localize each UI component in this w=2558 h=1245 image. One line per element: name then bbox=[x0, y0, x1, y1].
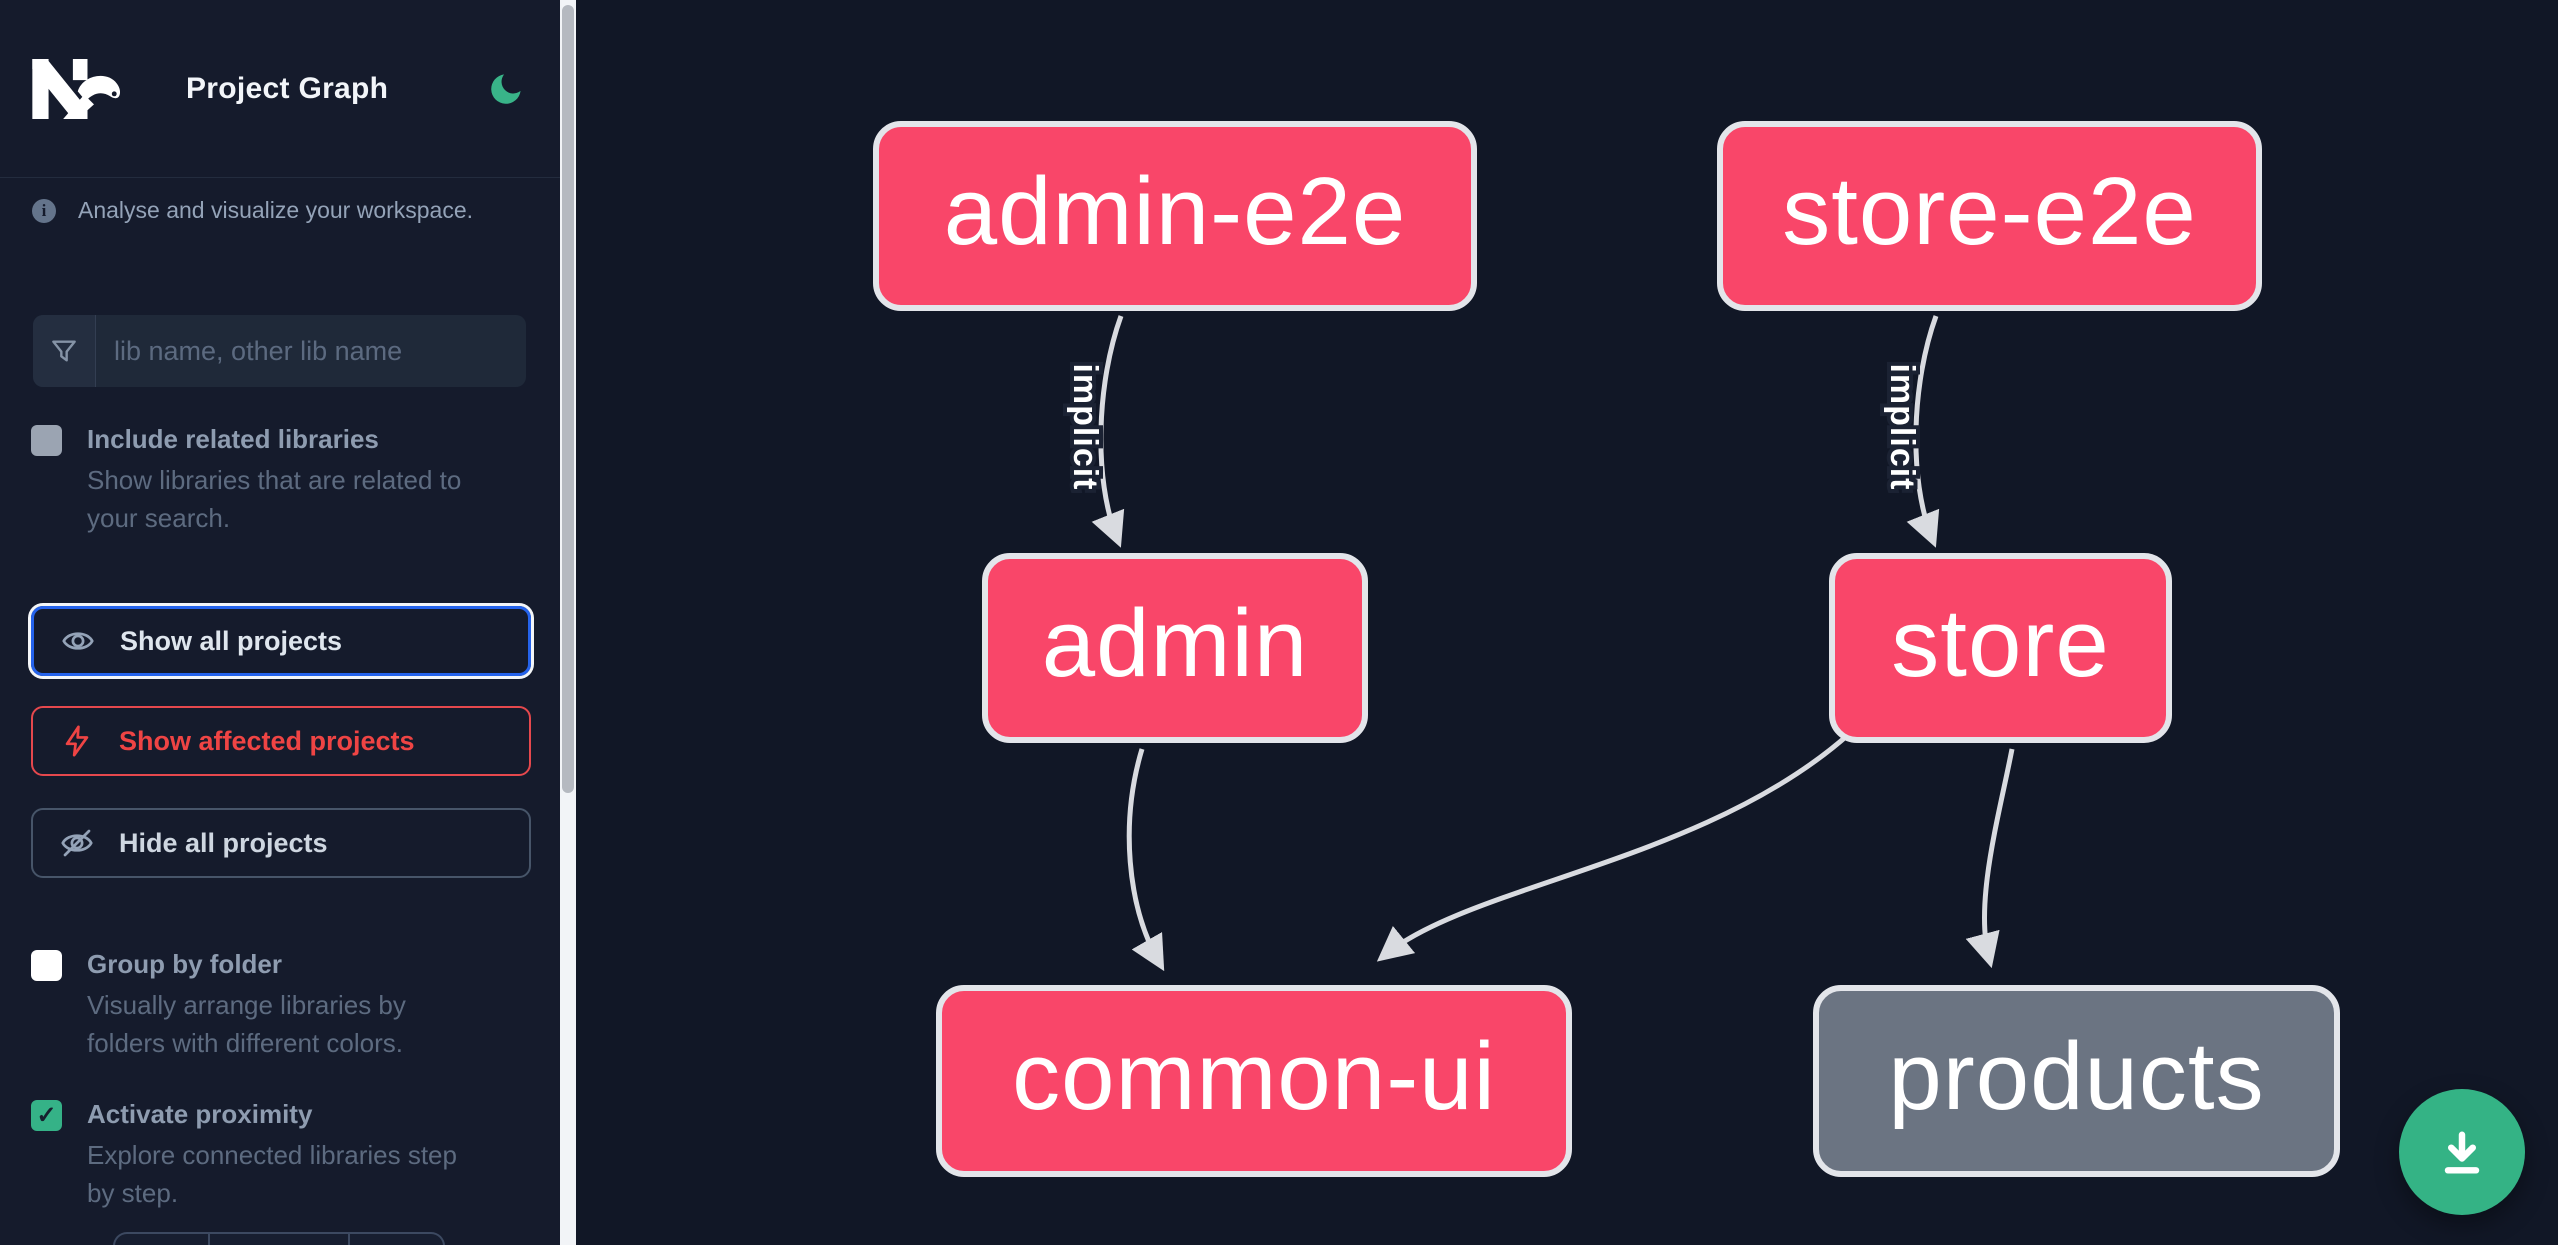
show-affected-projects-button[interactable]: Show affected projects bbox=[31, 706, 531, 776]
info-icon: i bbox=[32, 198, 56, 223]
eye-icon bbox=[60, 623, 96, 659]
search-box bbox=[33, 315, 526, 387]
toggle-label: Group by folder bbox=[87, 949, 282, 979]
sidebar-scrollbar-thumb[interactable] bbox=[562, 5, 574, 793]
project-node-products[interactable]: products bbox=[1813, 985, 2340, 1177]
sidebar-header: Project Graph bbox=[0, 0, 560, 178]
toggle-label: Activate proximity bbox=[87, 1099, 313, 1129]
sidebar: Project Graph i Analyse and visualize yo… bbox=[0, 0, 560, 1245]
include-related-toggle: Include related libraries Show libraries… bbox=[31, 423, 499, 537]
sidebar-scrollbar-track[interactable] bbox=[560, 0, 576, 1245]
edge-store-to-products bbox=[1965, 748, 2015, 969]
toggle-description: Visually arrange libraries by folders wi… bbox=[87, 990, 406, 1058]
download-icon bbox=[2434, 1124, 2490, 1180]
page-title: Project Graph bbox=[186, 71, 389, 105]
button-label: Hide all projects bbox=[119, 827, 328, 858]
edge-store-e2e-to-store bbox=[1906, 315, 1940, 548]
edge-label-implicit: implicit bbox=[1883, 363, 1921, 490]
activate-proximity-toggle: ✓ Activate proximity Explore connected l… bbox=[31, 1098, 499, 1212]
nx-logo-icon bbox=[32, 58, 130, 119]
include-related-checkbox[interactable] bbox=[31, 425, 62, 456]
toggle-label: Include related libraries bbox=[87, 424, 379, 454]
stepper-divider bbox=[208, 1234, 210, 1245]
project-node-store[interactable]: store bbox=[1829, 553, 2172, 743]
hide-all-projects-button[interactable]: Hide all projects bbox=[31, 808, 531, 878]
proximity-stepper-partial[interactable] bbox=[113, 1232, 445, 1245]
moon-icon bbox=[487, 70, 525, 108]
edge-admin-e2e-to-admin bbox=[1091, 315, 1125, 548]
toggle-description: Show libraries that are related to your … bbox=[87, 465, 462, 533]
project-node-admin[interactable]: admin bbox=[982, 553, 1368, 743]
download-graph-button[interactable] bbox=[2399, 1089, 2525, 1215]
edge-label-implicit: implicit bbox=[1066, 363, 1104, 490]
workspace-tagline: Analyse and visualize your workspace. bbox=[78, 197, 474, 223]
button-label: Show all projects bbox=[120, 625, 343, 656]
lightning-icon bbox=[59, 723, 95, 759]
group-by-folder-checkbox[interactable] bbox=[31, 950, 62, 981]
button-label: Show affected projects bbox=[119, 725, 415, 756]
workspace-tagline-row: i Analyse and visualize your workspace. bbox=[32, 197, 473, 224]
filter-icon bbox=[33, 315, 96, 387]
show-all-projects-button[interactable]: Show all projects bbox=[31, 606, 531, 676]
project-node-common-ui[interactable]: common-ui bbox=[936, 985, 1572, 1177]
toggle-description: Explore connected libraries step by step… bbox=[87, 1140, 457, 1208]
project-node-store-e2e[interactable]: store-e2e bbox=[1717, 121, 2262, 311]
group-by-folder-toggle: Group by folder Visually arrange librari… bbox=[31, 948, 499, 1062]
theme-toggle-button[interactable] bbox=[486, 69, 526, 109]
search-input[interactable] bbox=[96, 315, 526, 387]
stepper-divider bbox=[348, 1234, 350, 1245]
edge-store-to-common-ui bbox=[1376, 732, 1851, 962]
eye-off-icon bbox=[59, 825, 95, 861]
project-node-admin-e2e[interactable]: admin-e2e bbox=[873, 121, 1477, 311]
edge-admin-to-common-ui bbox=[1126, 748, 1165, 972]
activate-proximity-checkbox[interactable]: ✓ bbox=[31, 1100, 62, 1131]
